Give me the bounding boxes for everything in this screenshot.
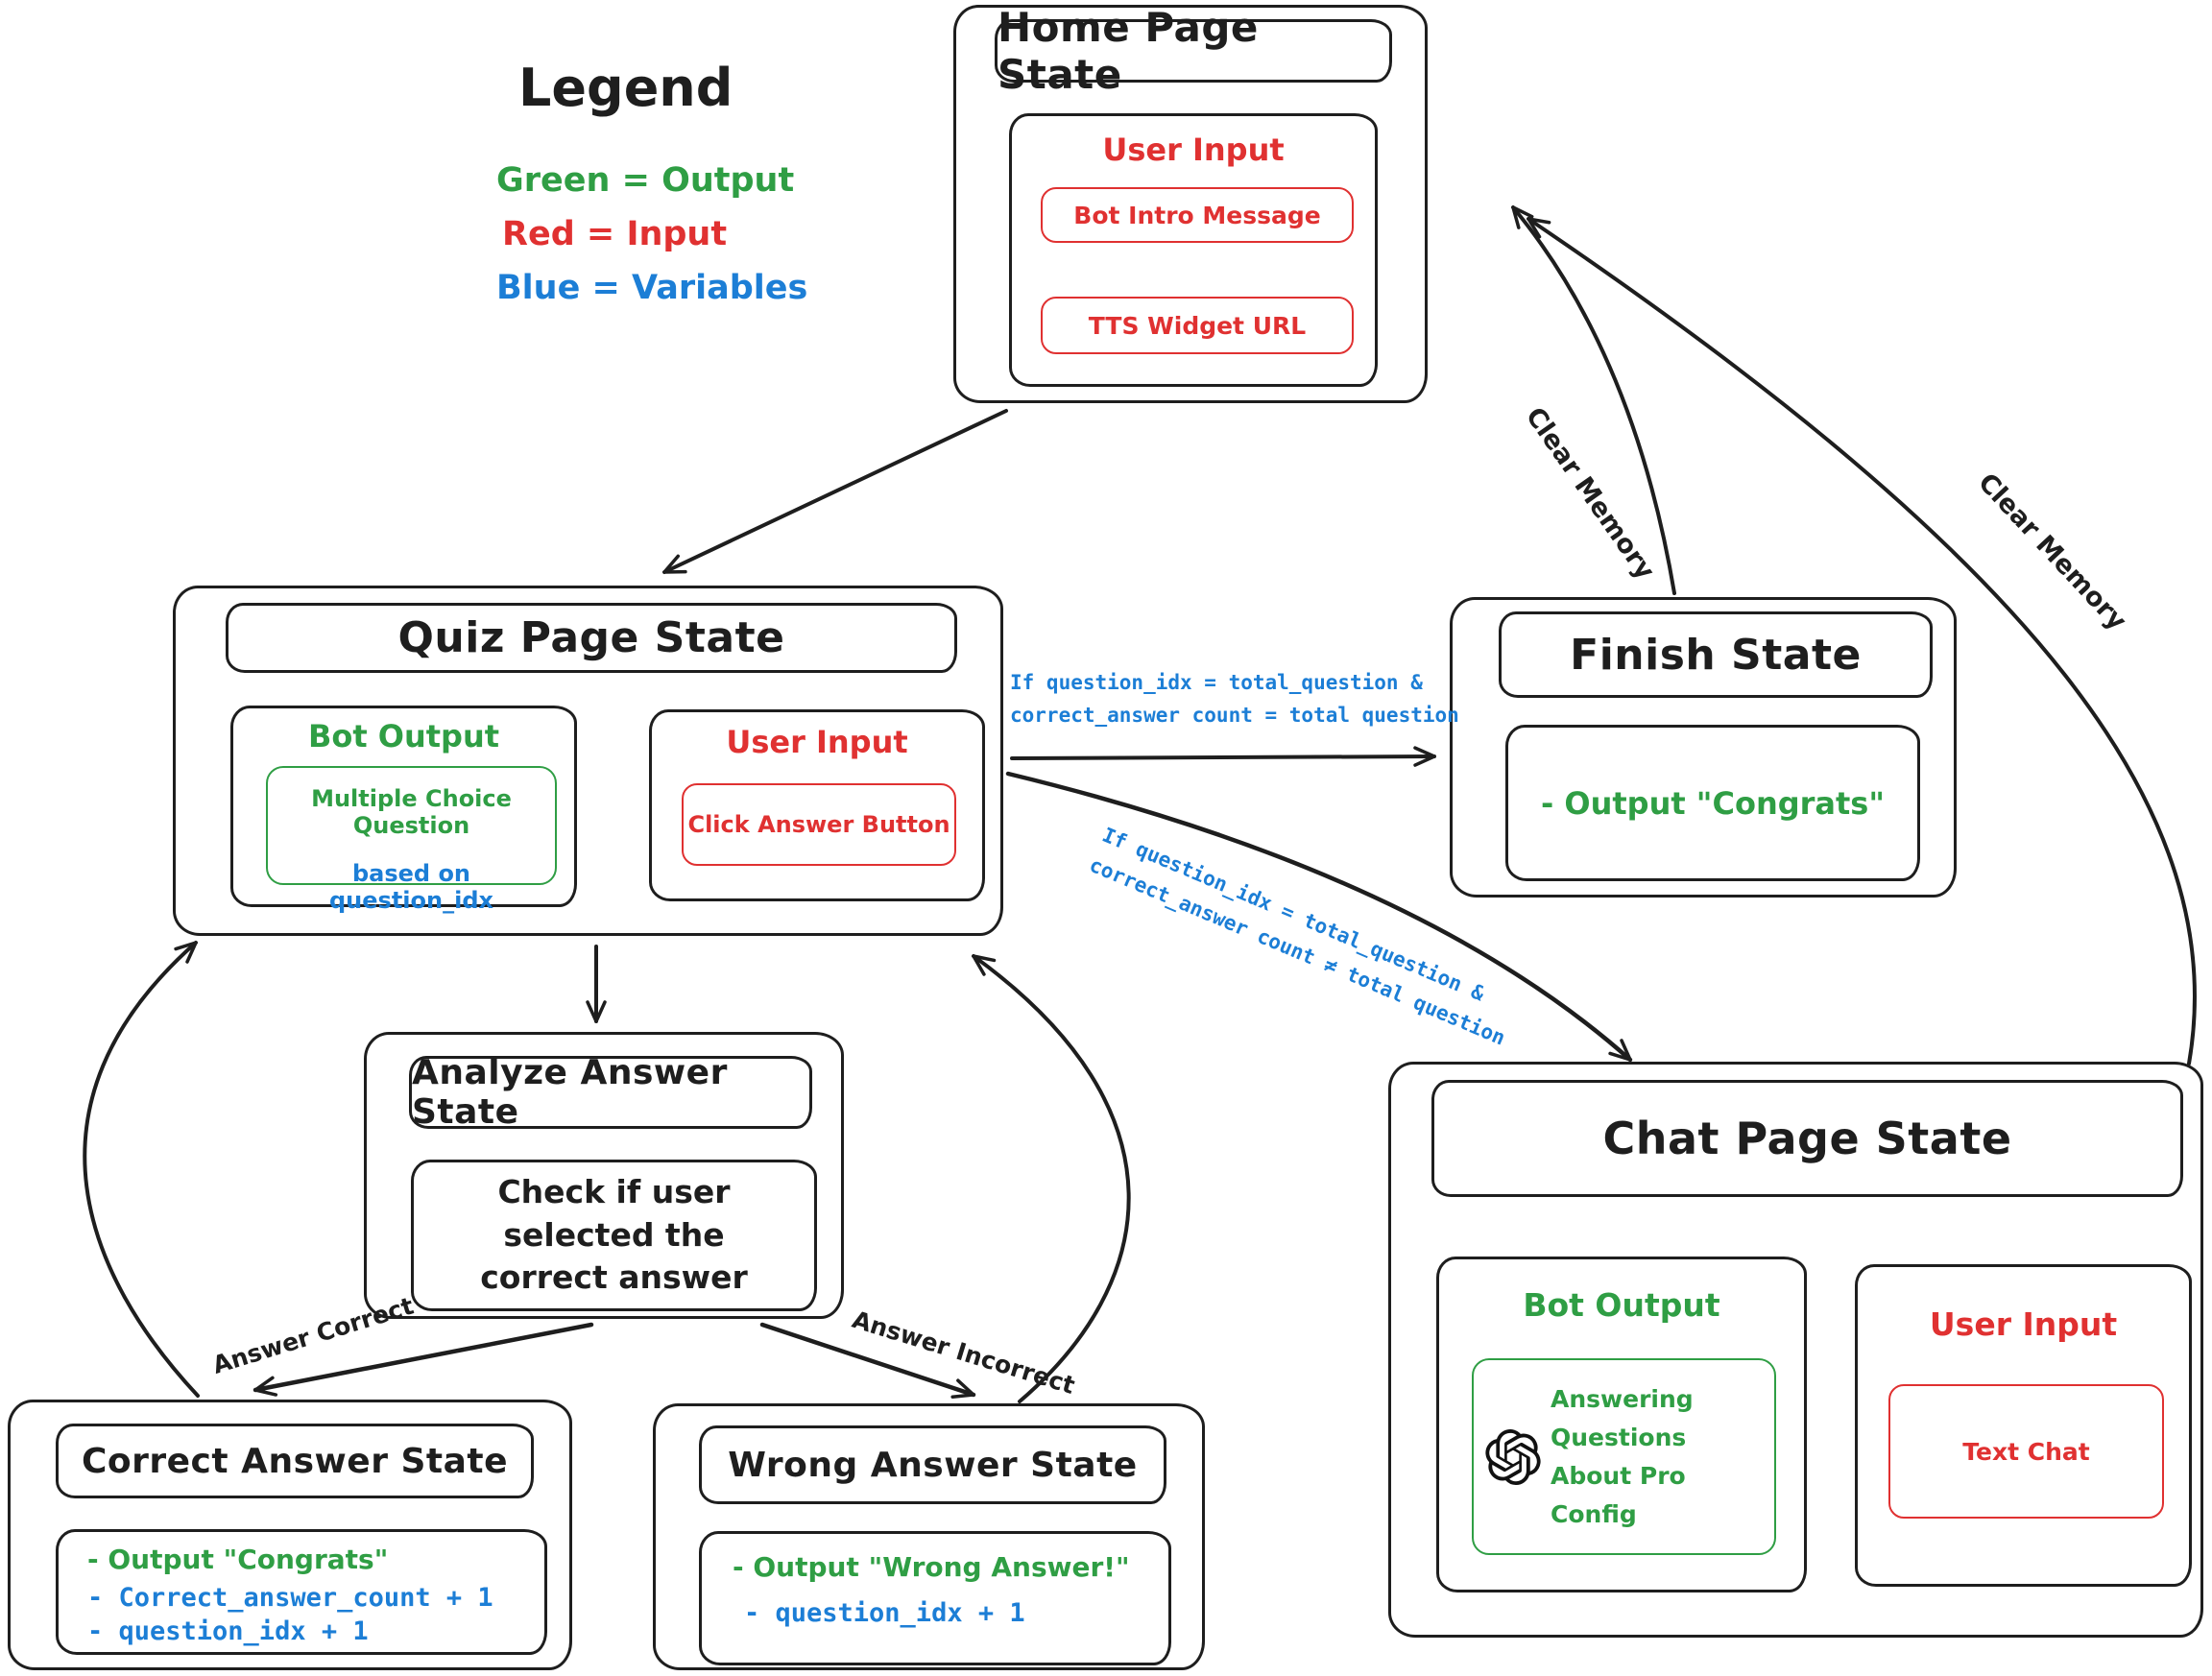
finish-clear-memory-label: Clear Memory [1519, 401, 1661, 586]
chat-answering-item: Answering Questions About Pro Config [1472, 1358, 1776, 1555]
finish-state-node: Finish State - Output "Congrats" [1450, 597, 1957, 898]
chat-user-input-label: User Input [1929, 1305, 2118, 1343]
home-page-state-title: Home Page State [995, 4, 1392, 98]
answer-incorrect-label: Answer Incorrect [849, 1305, 1078, 1401]
quiz-page-state-title: Quiz Page State [226, 603, 957, 673]
wrong-idx-line: - question_idx + 1 [744, 1598, 1025, 1628]
edge-correct-to-quiz [83, 941, 200, 1398]
legend-item-green: Green = Output [496, 161, 795, 200]
correct-idx-line: - question_idx + 1 [87, 1616, 369, 1646]
chat-text-chat-text: Text Chat [1962, 1437, 2090, 1466]
chat-page-state-title: Chat Page State [1431, 1080, 2183, 1197]
quiz-user-input-section: User Input Click Answer Button [649, 709, 985, 901]
legend-title: Legend [518, 58, 733, 118]
correct-answer-state-title: Correct Answer State [56, 1424, 534, 1498]
edge-quiz-to-finish [1010, 746, 1436, 767]
home-page-state-node: Home Page State User Input Bot Intro Mes… [953, 4, 1428, 403]
finish-state-title: Finish State [1499, 611, 1933, 698]
answer-correct-label: Answer Correct [209, 1291, 418, 1379]
edge-wrong-to-quiz [972, 954, 1131, 1403]
analyze-body-text: Check if user selected the correct answe… [480, 1173, 748, 1297]
correct-answer-state-node: Correct Answer State - Output "Congrats"… [8, 1400, 572, 1670]
quiz-bot-output-label: Bot Output [307, 718, 500, 754]
quiz-mcq-item: Multiple Choice Question based on questi… [266, 766, 557, 914]
chat-bot-output-label: Bot Output [1523, 1286, 1720, 1324]
chat-text-chat-item: Text Chat [1888, 1384, 2164, 1519]
correct-answer-state-body: - Output "Congrats" - Correct_answer_cou… [56, 1529, 547, 1655]
quiz-answer-button-item: Click Answer Button [682, 783, 956, 866]
quiz-page-state-node: Quiz Page State Bot Output Multiple Choi… [173, 586, 1003, 936]
quiz-to-finish-condition-line1: If question_idx = total_question & [1010, 671, 1423, 694]
wrong-answer-state-body: - Output "Wrong Answer!" - question_idx … [699, 1531, 1171, 1665]
quiz-answer-button-text: Click Answer Button [687, 811, 950, 838]
finish-output-text: - Output "Congrats" [1540, 784, 1886, 822]
chat-user-input-section: User Input Text Chat [1855, 1264, 2192, 1587]
quiz-mcq-line2: based on question_idx [329, 860, 493, 914]
legend-item-blue: Blue = Variables [496, 269, 808, 307]
home-tts-item: TTS Widget URL [1041, 297, 1354, 354]
openai-icon [1485, 1428, 1541, 1485]
wrong-answer-state-node: Wrong Answer State - Output "Wrong Answe… [653, 1403, 1205, 1670]
quiz-to-finish-condition: If question_idx = total_question & corre… [1010, 666, 1459, 731]
analyze-answer-state-body: Check if user selected the correct answe… [411, 1160, 817, 1311]
home-bot-intro-text: Bot Intro Message [1073, 201, 1321, 229]
quiz-to-chat-condition-line2: correct_answer count ≠ total question [1086, 852, 1509, 1050]
chat-answering-line2: About Pro Config [1551, 1461, 1686, 1528]
edge-finish-to-home [1511, 205, 1676, 595]
legend-item-red: Red = Input [502, 215, 728, 253]
home-user-input-section: User Input Bot Intro Message TTS Widget … [1009, 113, 1378, 387]
analyze-answer-state-title: Analyze Answer State [409, 1053, 812, 1132]
chat-clear-memory-label: Clear Memory [1972, 467, 2132, 636]
correct-count-line: - Correct_answer_count + 1 [87, 1583, 493, 1613]
home-tts-text: TTS Widget URL [1088, 311, 1307, 340]
correct-output-line: - Output "Congrats" [87, 1544, 389, 1575]
quiz-bot-output-section: Bot Output Multiple Choice Question base… [230, 706, 577, 914]
chat-answering-line1: Answering Questions [1551, 1384, 1694, 1451]
quiz-user-input-label: User Input [726, 724, 908, 760]
home-bot-intro-item: Bot Intro Message [1041, 187, 1354, 243]
wrong-output-line: - Output "Wrong Answer!" [733, 1551, 1130, 1583]
edge-home-to-quiz [662, 409, 1008, 574]
quiz-to-finish-condition-line2: correct_answer count = total question [1010, 704, 1459, 727]
chat-page-state-node: Chat Page State Bot Output Answering Que… [1388, 1062, 2203, 1638]
wrong-answer-state-title: Wrong Answer State [699, 1425, 1166, 1504]
finish-state-body: - Output "Congrats" [1505, 725, 1920, 881]
quiz-mcq-line1: Multiple Choice Question [311, 785, 512, 839]
analyze-answer-state-node: Analyze Answer State Check if user selec… [364, 1032, 844, 1319]
home-user-input-label: User Input [1102, 132, 1285, 168]
chat-bot-output-section: Bot Output Answering Questions About Pro… [1436, 1257, 1807, 1592]
